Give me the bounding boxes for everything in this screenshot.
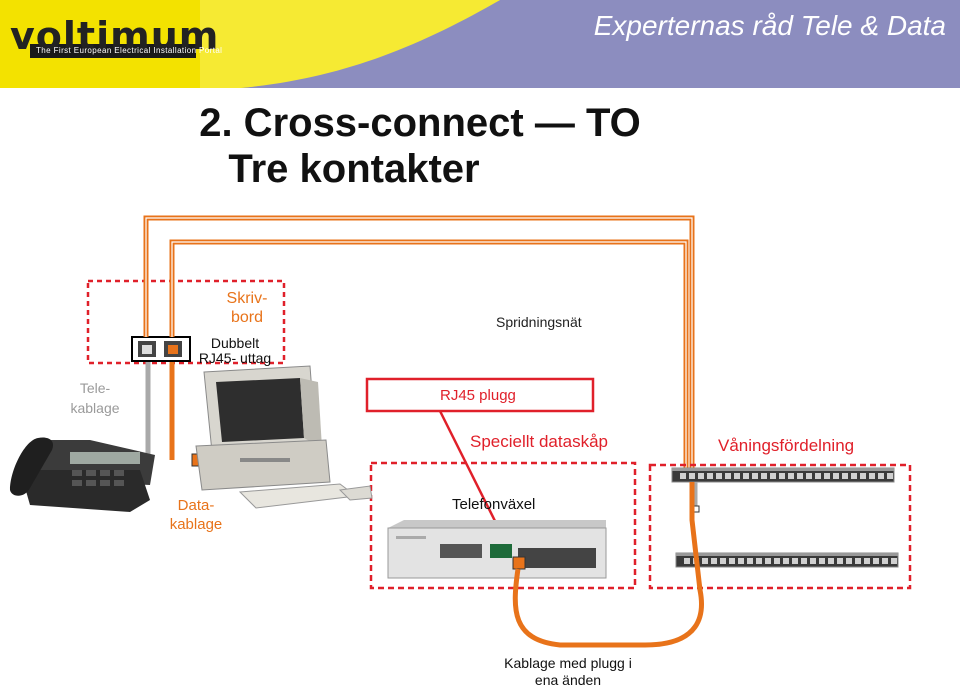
pbx-port-icon xyxy=(512,556,526,570)
distribution-label: Spridningsnät xyxy=(496,314,582,330)
patch-port xyxy=(747,558,753,564)
patch-port xyxy=(716,473,722,479)
patch-port xyxy=(842,473,848,479)
desk-dashed-box xyxy=(86,279,286,365)
dual-rj45-outlet xyxy=(131,336,191,362)
floor-distribution-label: Våningsfördelning xyxy=(718,436,855,455)
patch-port xyxy=(819,558,825,564)
patch-port xyxy=(729,558,735,564)
patch-port xyxy=(869,473,875,479)
rj45-plug-label: RJ45 plugg xyxy=(440,387,516,404)
logo-tagline: The First European Electrical Installati… xyxy=(36,46,223,55)
patch-port xyxy=(792,558,798,564)
logo-tagline-bar xyxy=(30,44,196,58)
dual-outlet-label: Dubbelt RJ45- uttag xyxy=(198,335,272,366)
patch-port xyxy=(761,473,767,479)
patch-port xyxy=(828,558,834,564)
patch-port xyxy=(855,558,861,564)
header-background xyxy=(0,0,960,88)
patch-port xyxy=(779,473,785,479)
patch-port xyxy=(833,473,839,479)
patch-port xyxy=(783,558,789,564)
patch-port xyxy=(891,558,897,564)
data-cabling-label: Data- kablage xyxy=(169,497,223,533)
patch-port xyxy=(725,473,731,479)
patch-port xyxy=(738,558,744,564)
patch-port xyxy=(797,473,803,479)
patch-port xyxy=(810,558,816,564)
patch-port xyxy=(788,473,794,479)
patch-port xyxy=(815,473,821,479)
patch-port xyxy=(851,473,857,479)
patch-port xyxy=(734,473,740,479)
voltimum-logo: voltimum xyxy=(10,14,220,58)
floor-distribution-box xyxy=(648,463,912,590)
patch-port xyxy=(743,473,749,479)
header-title: Experternas råd Tele & Data xyxy=(593,10,946,41)
patch-port xyxy=(882,558,888,564)
patch-port xyxy=(887,473,893,479)
patch-port xyxy=(860,473,866,479)
patch-cable-loop xyxy=(512,482,704,648)
patch-port xyxy=(680,473,686,479)
special-cabinet-box xyxy=(369,461,637,590)
patch-port xyxy=(801,558,807,564)
special-cabinet-label: Speciellt dataskåp xyxy=(470,432,608,451)
patch-port xyxy=(707,473,713,479)
pbx-label: Telefonväxel xyxy=(452,496,536,513)
patch-port xyxy=(774,558,780,564)
patch-port xyxy=(837,558,843,564)
patch-port xyxy=(824,473,830,479)
patch-port xyxy=(770,473,776,479)
patch-port xyxy=(689,473,695,479)
computer-icon xyxy=(195,365,373,509)
slide-title: 2. Cross-connect — TO Tre kontakter xyxy=(0,100,700,192)
patch-port xyxy=(752,473,758,479)
patch-port xyxy=(864,558,870,564)
cabling-plug-label: Kablage med plugg i ena änden xyxy=(504,655,632,688)
patch-port xyxy=(720,558,726,564)
patch-port xyxy=(698,473,704,479)
patch-port xyxy=(711,558,717,564)
patch-port xyxy=(846,558,852,564)
slide-title-line2: Tre kontakter xyxy=(228,147,480,191)
header-banner: voltimum The First European Electrical I… xyxy=(0,0,960,88)
desk-label: Skriv- bord xyxy=(226,290,268,326)
patch-port xyxy=(765,558,771,564)
slide-title-line1: 2. Cross-connect — TO xyxy=(199,101,641,145)
telephone-icon xyxy=(10,437,155,512)
patch-port xyxy=(684,558,690,564)
patch-port xyxy=(878,473,884,479)
rj45-plug-box xyxy=(365,377,595,413)
patch-port xyxy=(702,558,708,564)
tele-cabling-label: Tele- kablage xyxy=(70,380,120,416)
pbx-device xyxy=(387,520,607,579)
patch-port xyxy=(756,558,762,564)
patch-port xyxy=(873,558,879,564)
patch-port xyxy=(806,473,812,479)
